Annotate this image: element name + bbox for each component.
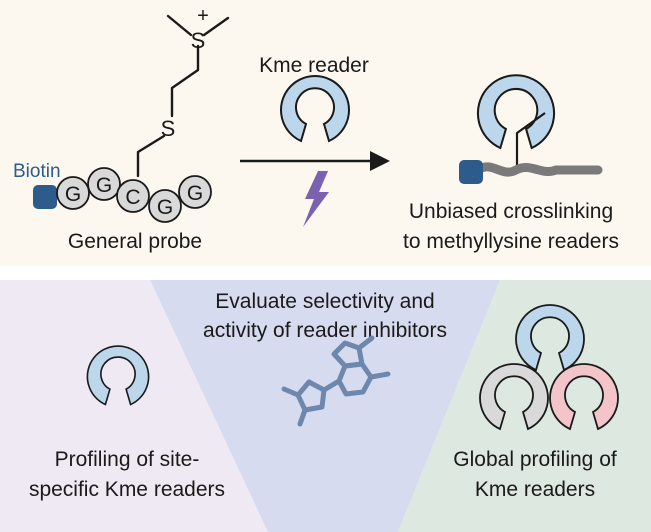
lightning-bolt-icon [303, 171, 329, 227]
middle-panel [150, 280, 500, 532]
svg-text:G: G [157, 196, 173, 219]
nucleotide-bead: G [56, 176, 90, 210]
right-arrow-icon [240, 151, 390, 171]
svg-text:G: G [187, 182, 203, 205]
nucleotide-bead: C [116, 179, 150, 213]
svg-text:G: G [96, 174, 112, 197]
svg-text:G: G [65, 183, 81, 206]
result-line-1: Unbiased crosslinking [409, 200, 613, 223]
nucleotide-bead: G [87, 167, 121, 201]
left-line-1: Profiling of site- [55, 448, 200, 471]
nucleotide-bead: G [148, 189, 182, 223]
nucleotide-bead: G [178, 175, 212, 209]
left-line-2: specific Kme readers [29, 478, 225, 501]
svg-text:C: C [125, 186, 140, 209]
probe-chain [473, 162, 603, 177]
product-biotin-square [459, 160, 483, 184]
biotin-square [33, 185, 57, 209]
kme-reader-label: Kme reader [259, 54, 369, 77]
inhibitor-molecule-icon [281, 335, 391, 427]
top-panel [0, 0, 651, 266]
right-line-1: Global profiling of [453, 448, 617, 471]
sulfur-top-atom: S [191, 28, 206, 53]
middle-line-1: Evaluate selectivity and [215, 290, 434, 313]
probe-caption: General probe [68, 230, 202, 253]
right-line-2: Kme readers [475, 478, 595, 501]
crosslink-linker [515, 112, 546, 170]
right-panel [398, 280, 651, 532]
sulfonium-group [136, 14, 230, 178]
middle-line-2: activity of reader inhibitors [203, 319, 447, 342]
biotin-label: Biotin [13, 161, 61, 182]
sulfur-mid-atom: S [161, 116, 176, 141]
result-line-2: to methyllysine readers [403, 230, 619, 253]
sulfonium-charge: + [197, 5, 209, 27]
left-panel [0, 280, 268, 532]
nucleotide-chain: G G C G G [56, 167, 212, 223]
